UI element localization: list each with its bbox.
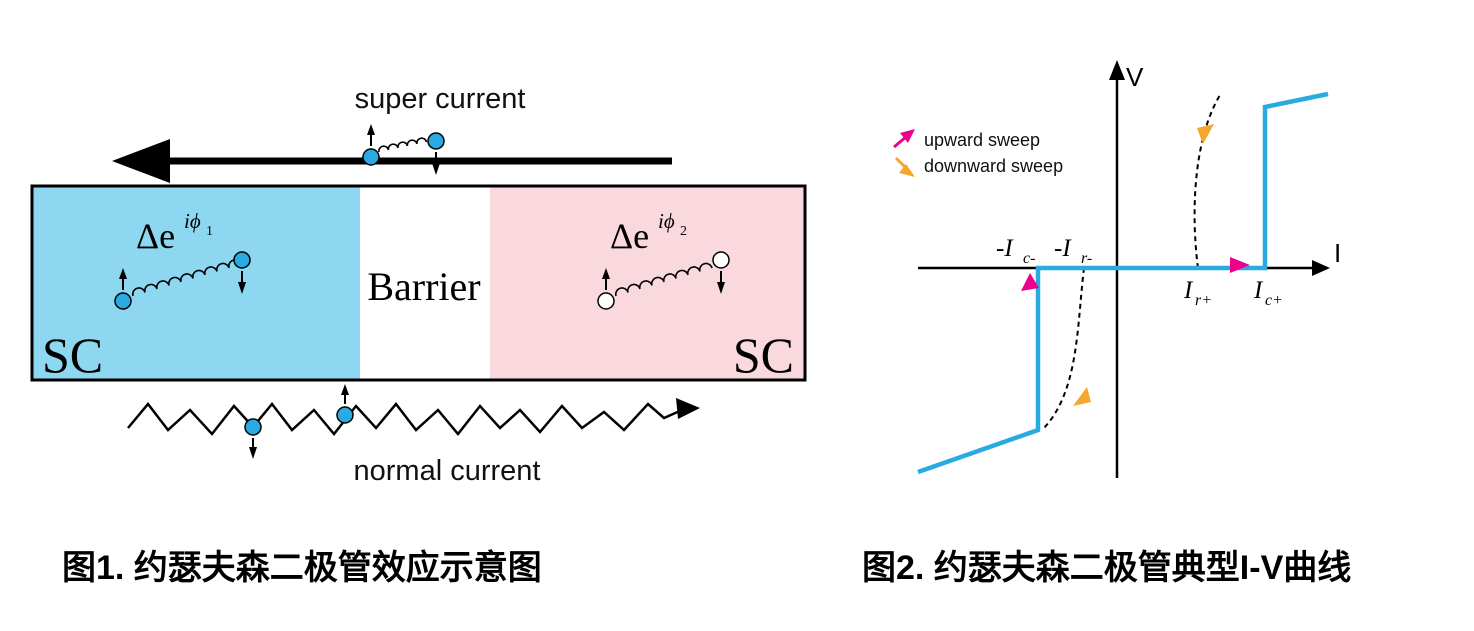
upward-sweep-direction-arrow-negative bbox=[1021, 273, 1039, 291]
delta-left-sup: iϕ bbox=[184, 209, 201, 233]
electron-dot bbox=[114, 292, 132, 310]
spin-up-arrow bbox=[367, 124, 375, 146]
fig1-caption: 图1. 约瑟夫森二极管效应示意图 bbox=[62, 549, 542, 587]
super-current-arrow bbox=[112, 139, 672, 183]
pairing-spring bbox=[614, 262, 713, 297]
iv-curve bbox=[917, 91, 1329, 475]
normal-current-label: normal current bbox=[354, 455, 541, 487]
downward-sweep-arrow-icon bbox=[894, 156, 915, 177]
spin-up-arrow bbox=[341, 384, 349, 404]
pairing-spring bbox=[378, 137, 428, 153]
spin-down-arrow bbox=[432, 152, 440, 175]
tick-neg-ic-sub: c- bbox=[1023, 250, 1035, 267]
open-electron-dot bbox=[597, 292, 615, 310]
cooper-pair-top bbox=[362, 124, 445, 175]
legend: upward sweep downward sweep bbox=[893, 129, 1063, 177]
downward-sweep-direction-arrow-top bbox=[1197, 124, 1214, 144]
cooper-pair-right-sc bbox=[597, 251, 730, 310]
downward-sweep-direction-arrow-bottom bbox=[1073, 387, 1091, 406]
dashed-retrapping-negative bbox=[1042, 267, 1085, 430]
delta-right-sup: iϕ bbox=[658, 209, 675, 233]
delta-right-base: Δe bbox=[610, 216, 649, 256]
tick-neg-ir-sub: r- bbox=[1081, 250, 1092, 267]
delta-left-sub: 1 bbox=[206, 224, 213, 239]
barrier-label: Barrier bbox=[367, 264, 480, 309]
spin-down-arrow bbox=[238, 271, 246, 294]
fig1-canvas: super current bbox=[30, 83, 807, 487]
sc-right-label: SC bbox=[733, 327, 794, 383]
tick-neg-ir: -I r- bbox=[1054, 235, 1092, 267]
tick-pos-ir: I r+ bbox=[1183, 277, 1212, 309]
super-current-arrowhead bbox=[112, 139, 170, 183]
i-axis-label: I bbox=[1334, 238, 1341, 268]
super-current-label: super current bbox=[355, 83, 526, 115]
sc-right-region bbox=[490, 187, 804, 379]
tick-neg-ir-base: -I bbox=[1054, 235, 1072, 262]
spin-down-arrow bbox=[717, 271, 725, 294]
fig2-caption: 图2. 约瑟夫森二极管典型I-V曲线 bbox=[862, 549, 1352, 587]
cooper-pair-left-sc bbox=[114, 251, 251, 310]
spin-up-arrow bbox=[602, 268, 610, 290]
tick-neg-ic-base: -I bbox=[996, 235, 1014, 262]
tick-pos-ic-base: I bbox=[1253, 277, 1264, 304]
v-axis-label: V bbox=[1126, 62, 1144, 92]
sc-left-label: SC bbox=[42, 327, 103, 383]
fig2-canvas: V I upward sweep downward sweep -I c- -I… bbox=[893, 60, 1341, 478]
downward-sweep-label: downward sweep bbox=[924, 156, 1063, 176]
junction-box bbox=[30, 184, 807, 382]
upward-sweep-arrow-icon bbox=[893, 129, 915, 149]
dashed-retrapping-positive bbox=[1193, 94, 1221, 269]
electron-dot bbox=[233, 251, 251, 269]
barrier-region bbox=[360, 187, 490, 379]
spin-down-arrow bbox=[249, 438, 257, 459]
open-electron-dot bbox=[712, 251, 730, 269]
order-parameter-right: Δe iϕ 2 bbox=[610, 209, 687, 256]
junction-outline bbox=[30, 184, 807, 382]
upward-sweep-label: upward sweep bbox=[924, 130, 1040, 150]
electron-dot bbox=[336, 406, 354, 424]
electron-dot bbox=[362, 148, 380, 166]
spin-up-arrow bbox=[119, 268, 127, 290]
sc-left-region bbox=[33, 187, 360, 379]
tick-pos-ic: I c+ bbox=[1253, 277, 1283, 309]
tick-neg-ic: -I c- bbox=[996, 235, 1035, 267]
electron-dot bbox=[427, 132, 445, 150]
v-axis-arrowhead bbox=[1109, 60, 1125, 80]
upward-sweep-direction-arrow-positive bbox=[1230, 257, 1250, 273]
tick-pos-ic-sub: c+ bbox=[1265, 292, 1283, 309]
i-axis-arrowhead bbox=[1312, 260, 1330, 276]
tick-pos-ir-base: I bbox=[1183, 277, 1194, 304]
tick-pos-ir-sub: r+ bbox=[1195, 292, 1212, 309]
delta-right-sub: 2 bbox=[680, 224, 687, 239]
electron-dot bbox=[244, 418, 262, 436]
normal-current-path bbox=[127, 384, 700, 459]
normal-current-arrowhead bbox=[676, 398, 700, 419]
order-parameter-left: Δe iϕ 1 bbox=[136, 209, 213, 256]
delta-left-base: Δe bbox=[136, 216, 175, 256]
pairing-spring bbox=[131, 259, 242, 297]
